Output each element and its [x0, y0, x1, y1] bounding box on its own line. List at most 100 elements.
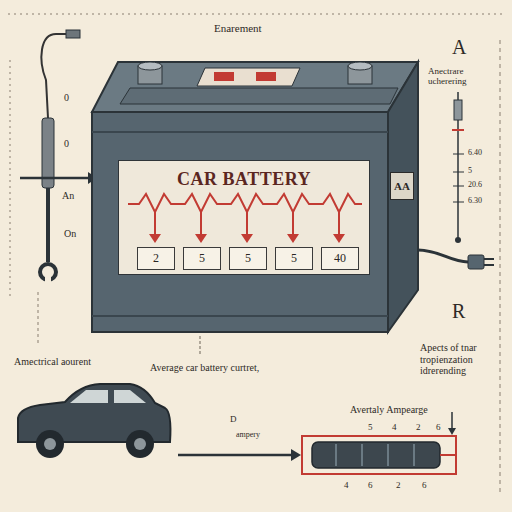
wheel-hub [44, 438, 56, 450]
car-window [114, 390, 146, 403]
current-arrow [154, 212, 156, 236]
scale-tick [453, 186, 464, 187]
annotation-label: 4 [392, 422, 397, 432]
node-text: 2 [153, 251, 159, 266]
annotation-label: 6 [368, 480, 373, 490]
node-text: AA [394, 180, 410, 192]
label-panel-ground [118, 160, 370, 275]
battery-ridge [92, 131, 388, 133]
battery-front [92, 112, 388, 332]
terminal-cap [138, 62, 162, 70]
sticker-mark [214, 72, 234, 81]
title-text: Enarement [214, 22, 262, 35]
current-arrow [292, 212, 294, 236]
annotation-label: 6.40 [468, 148, 482, 157]
leader-line [200, 336, 201, 356]
current-arrow [200, 212, 202, 236]
resistor-symbol [454, 100, 462, 120]
scale-tick [453, 154, 464, 155]
cell-box: 5 [183, 247, 221, 270]
arrow-head [195, 234, 207, 243]
annotation-label: ampery [236, 430, 260, 439]
plug-pin [484, 258, 494, 260]
current-arrows [155, 212, 339, 236]
annotation-label: 20.6 [468, 180, 482, 189]
probe-wire [41, 34, 66, 118]
annotation-label: 4 [344, 480, 349, 490]
current-arrow-heads [149, 234, 345, 243]
annotation-label: 0 [64, 138, 69, 150]
annotation-label: 6 [422, 480, 427, 490]
cable-plug [468, 255, 484, 269]
red-bracket [302, 436, 456, 474]
top-sticker [197, 68, 300, 86]
terminal-cap [348, 62, 372, 70]
annotation-label: 6.30 [468, 196, 482, 205]
battery-top [92, 62, 418, 112]
battery-label-panel: CAR BATTERY 2 5 5 5 40 [118, 160, 370, 275]
arrow-head [241, 234, 253, 243]
wrench-notch [45, 276, 51, 286]
dashed-rule [500, 40, 501, 494]
current-wave [128, 194, 362, 212]
arrow-head [149, 234, 161, 243]
annotation-label: An [62, 190, 74, 202]
annotation-label: Anectrare ucherering [428, 66, 496, 87]
cell-box: 5 [229, 247, 267, 270]
sticker-mark [256, 72, 276, 81]
plug-pin [484, 264, 494, 266]
dotted-rule [8, 14, 504, 15]
annotation-label: Amectrical aourent [14, 356, 124, 368]
battery-ridge [92, 315, 388, 317]
current-arrow [246, 212, 248, 236]
red-lead [440, 454, 456, 456]
scale-end [455, 237, 461, 243]
cylinder [312, 442, 440, 468]
wheel-hub [134, 438, 146, 450]
car-wheel [36, 430, 64, 458]
pointer-arrow [20, 177, 88, 180]
annotation-label: D [230, 414, 237, 424]
annotation-label: R [452, 300, 465, 323]
battery-cable [418, 250, 468, 262]
annotation-label: On [64, 228, 76, 240]
cylinder-ridge [361, 444, 363, 466]
scale-mark [452, 129, 464, 131]
annotation-label: Avertaly Ampearge [350, 404, 428, 416]
node-text: 40 [334, 251, 346, 266]
leader-line [451, 412, 453, 430]
annotation-label: 5 [368, 422, 373, 432]
battery-side [388, 62, 418, 332]
cylinder-ridge [335, 444, 337, 466]
arrow-head [448, 428, 456, 435]
node-text: 5 [199, 251, 205, 266]
car-wheel [126, 430, 154, 458]
arrow-head [287, 234, 299, 243]
flow-arrow [178, 454, 292, 457]
node-text: CAR BATTERY [177, 169, 311, 190]
annotation-label: Average car battery curtret, [150, 362, 259, 374]
current-arrow [338, 212, 340, 236]
node-text: 5 [291, 251, 297, 266]
scale-tick [453, 172, 464, 173]
probe-shaft [46, 188, 50, 262]
annotation-label: 0 [64, 92, 69, 104]
battery-lid-strip [120, 88, 398, 104]
annotation-label: 6 [436, 422, 441, 432]
cylinder-ridge [413, 444, 415, 466]
side-label-box: AA [390, 172, 414, 200]
cell-box: 2 [137, 247, 175, 270]
annotation-label: Apects of tnar tropienzation idrerending [420, 342, 496, 377]
node-text: 5 [245, 251, 251, 266]
cell-box: 5 [275, 247, 313, 270]
annotation-label: 2 [396, 480, 401, 490]
cylinder-ridge [387, 444, 389, 466]
annotation-label: 2 [416, 422, 421, 432]
arrow-head [291, 449, 301, 461]
annotation-label: 5 [468, 166, 472, 175]
arrow-head [333, 234, 345, 243]
car-window [70, 390, 108, 403]
dashed-rule [38, 292, 39, 344]
cell-box: 40 [321, 247, 359, 270]
